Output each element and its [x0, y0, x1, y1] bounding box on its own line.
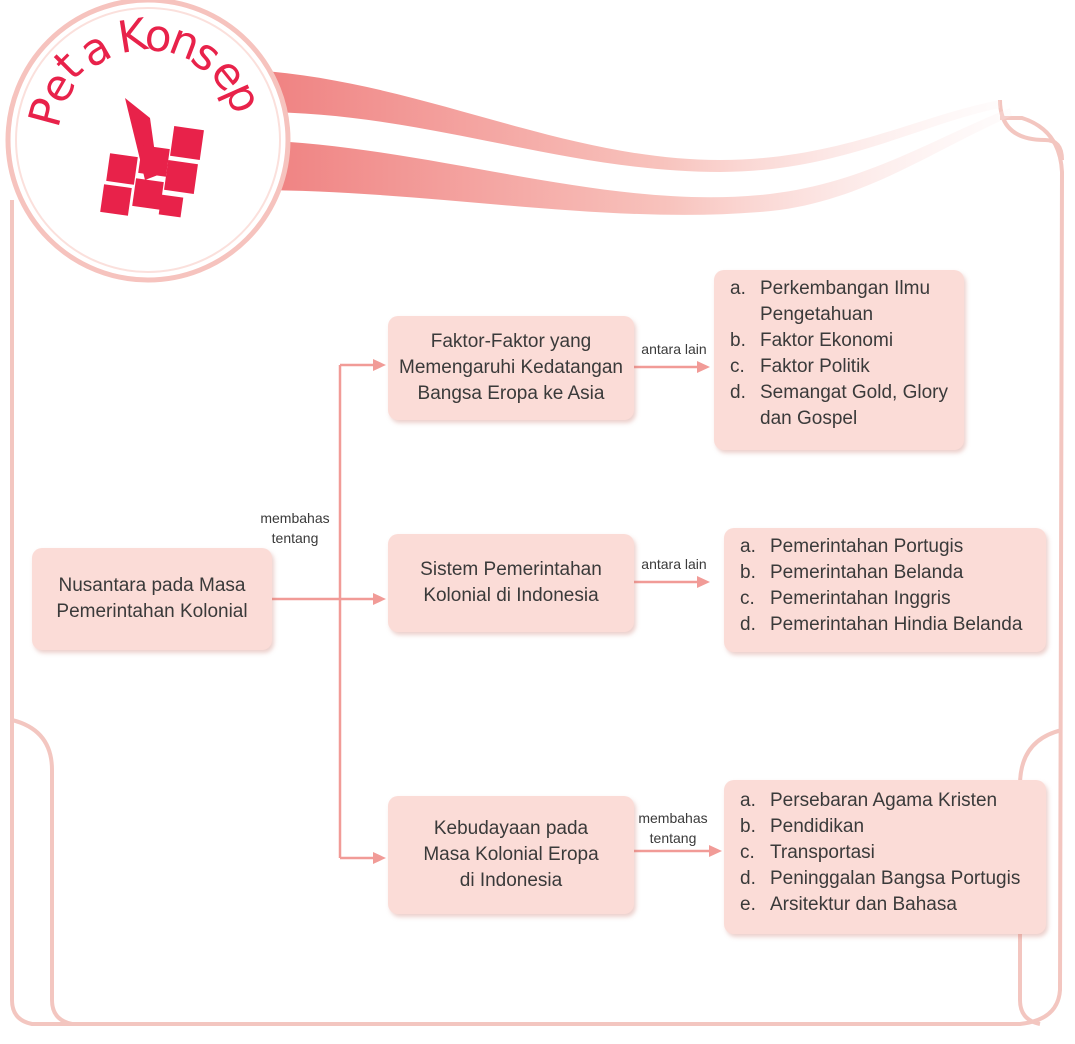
list-item: d.Semangat Gold, Glory dan Gospel [730, 382, 948, 429]
list-item: a.Persebaran Agama Kristen [740, 790, 998, 811]
topic-line: Sistem Pemerintahan [420, 559, 602, 580]
list-node-factors: a.Perkembangan Ilmu Pengetahuan b.Faktor… [714, 270, 964, 450]
topic-node-culture: Kebudayaan pada Masa Kolonial Eropa di I… [388, 796, 634, 914]
list-item: b.Pendidikan [740, 816, 865, 837]
root-node-line: Pemerintahan Kolonial [56, 601, 248, 622]
list-node-culture: a.Persebaran Agama Kristen b.Pendidikan … [724, 780, 1046, 934]
list-item: c.Transportasi [740, 842, 875, 863]
list-item: b.Pemerintahan Belanda [740, 562, 964, 583]
topic-node-factors: Faktor-Faktor yang Memengaruhi Kedatanga… [388, 316, 634, 420]
topic-line: di Indonesia [459, 870, 563, 891]
branch-3-connector-label: membahas tentang [638, 810, 708, 846]
topic-line: Kebudayaan pada [433, 818, 589, 839]
ribbon-upper [250, 70, 1000, 172]
list-item: c.Pemerintahan Inggris [740, 588, 951, 609]
concept-map-logo-icon [100, 98, 204, 218]
list-item: b.Faktor Ekonomi [730, 330, 894, 351]
branch-2-connector-label: antara lain [641, 556, 707, 572]
ribbon-lower [250, 108, 1012, 215]
topic-line: Masa Kolonial Eropa [423, 844, 599, 865]
root-connector-label: membahas tentang [260, 510, 330, 546]
root-node: Nusantara pada Masa Pemerintahan Kolonia… [32, 548, 272, 650]
list-item: e.Arsitektur dan Bahasa [740, 894, 957, 915]
list-item: d.Peninggalan Bangsa Portugis [740, 868, 1021, 889]
topic-line: Faktor-Faktor yang [430, 331, 592, 352]
topic-line: Kolonial di Indonesia [423, 585, 599, 606]
arrowheads [373, 359, 722, 864]
root-node-line: Nusantara pada Masa [58, 575, 246, 596]
list-item: a.Perkembangan Ilmu Pengetahuan [730, 278, 931, 325]
topic-line: Memengaruhi Kedatangan [399, 357, 623, 378]
frame-corner-bottom-left [11, 718, 73, 1026]
topic-line: Bangsa Eropa ke Asia [417, 383, 605, 404]
list-item: a.Pemerintahan Portugis [740, 536, 964, 557]
list-item: d.Pemerintahan Hindia Belanda [740, 614, 1023, 635]
list-item: c.Faktor Politik [730, 356, 870, 377]
topic-node-government: Sistem Pemerintahan Kolonial di Indonesi… [388, 534, 634, 632]
branch-1-connector-label: antara lain [641, 341, 707, 357]
list-node-government: a.Pemerintahan Portugis b.Pemerintahan B… [724, 528, 1046, 652]
page-frame [10, 116, 1065, 1026]
frame-corner-top-right [998, 99, 1064, 161]
connectors [272, 363, 712, 860]
